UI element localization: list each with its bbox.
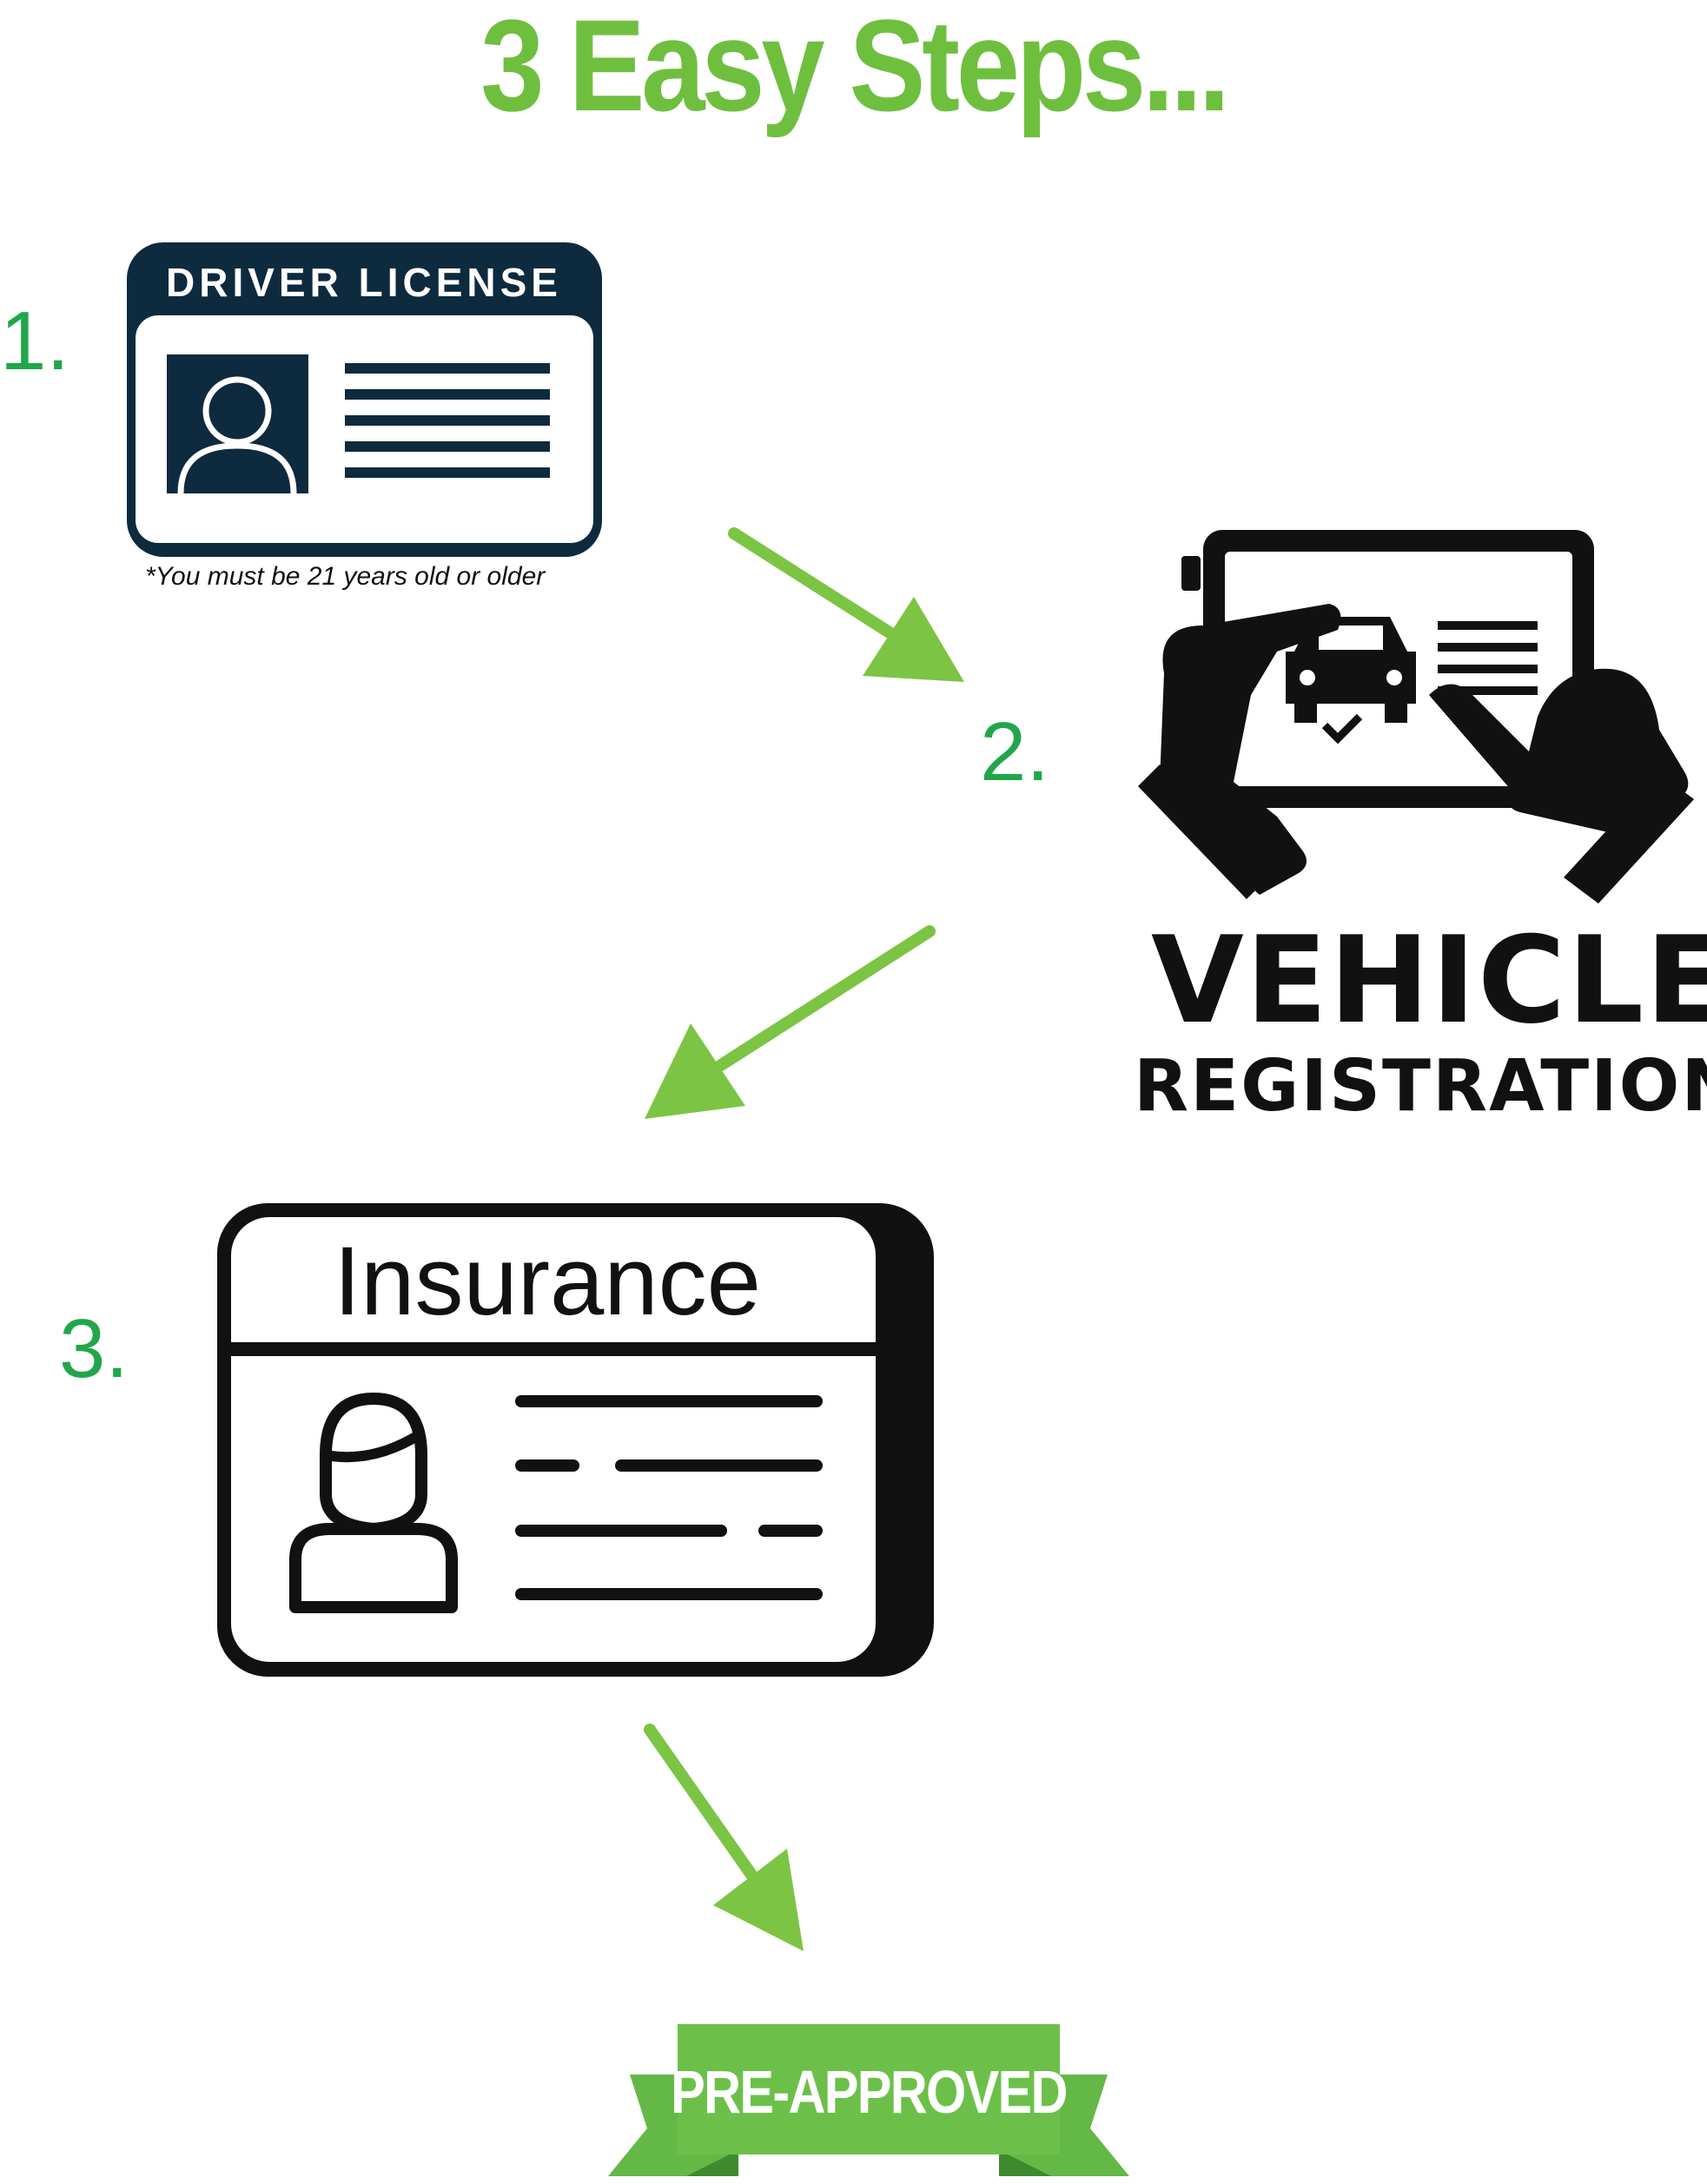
pre-approved-label: PRE-APPROVED	[671, 2057, 1067, 2126]
insurance-label: Insurance	[334, 1227, 761, 1335]
step-2-number: 2.	[980, 705, 1050, 798]
insurance-card-icon: Insurance	[217, 1203, 934, 1677]
page-title: 3 Easy Steps...	[480, 0, 1230, 138]
arrow-step3-to-result	[644, 1724, 804, 1951]
step-3-number: 3.	[59, 1302, 129, 1395]
license-text-lines	[345, 363, 550, 478]
ribbon-banner-icon: PRE-APPROVED	[608, 2024, 1129, 2176]
registration-label: REGISTRATION	[1134, 1045, 1707, 1128]
arrow-step1-to-step2	[728, 527, 964, 682]
step-1-number: 1.	[0, 295, 70, 387]
vehicle-registration-tablet-icon	[1138, 530, 1694, 903]
vehicle-label: VEHICLE	[1151, 910, 1707, 1050]
driver-license-card-icon: DRIVER LICENSE	[127, 242, 602, 557]
arrow-step2-to-step3	[645, 925, 936, 1119]
age-requirement-note: *You must be 21 years old or older	[145, 562, 546, 591]
driver-license-label: DRIVER LICENSE	[166, 260, 562, 305]
